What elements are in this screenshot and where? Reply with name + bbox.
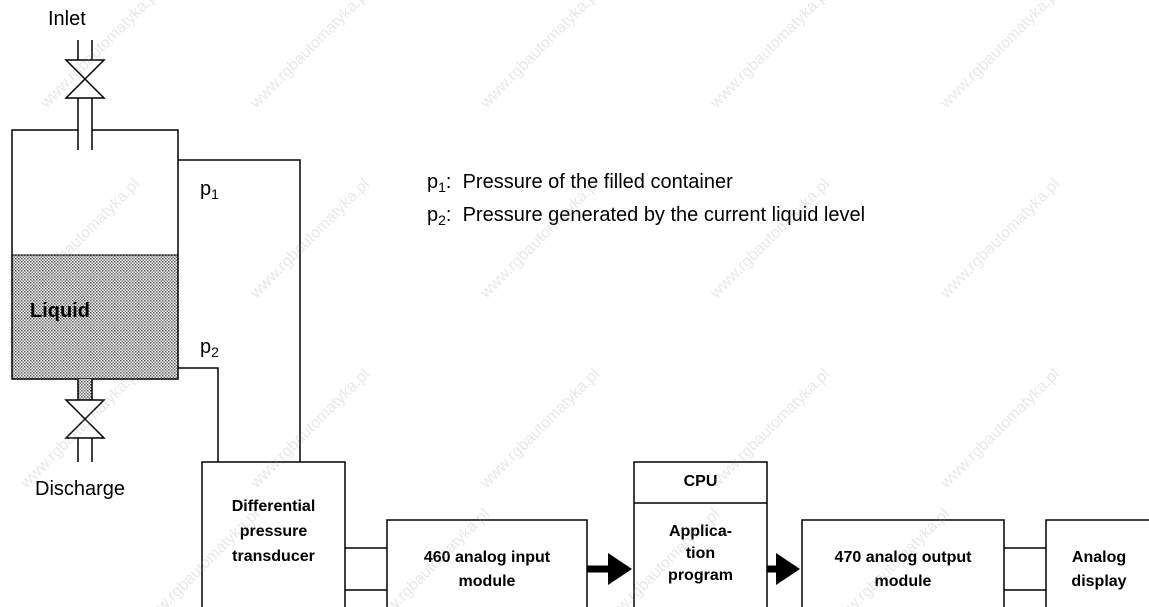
transducer-connector [345,547,387,591]
input-module-line-2: module [458,573,516,590]
transducer-line-3: transducer [232,548,315,565]
display-box [1045,519,1149,607]
p1-sub: 1 [211,186,219,202]
container [11,129,179,380]
legend-item-p2: p2: Pressure generated by the current li… [427,201,865,234]
discharge-label: Discharge [35,478,126,500]
display-line-2: display [1071,573,1127,590]
transducer-box [201,461,346,607]
cpu-header: CPU [683,473,718,490]
legend-p2-text: : Pressure generated by the current liqu… [445,204,866,226]
output-module-line-2: module [874,573,932,590]
p1-label: p1 [200,178,219,202]
p1-pressure-line [178,159,301,462]
discharge-valve-icon [64,399,106,439]
legend-p2-base: p [427,204,439,226]
display-line-1: Analog [1071,549,1127,566]
p2-base: p [200,336,212,358]
transducer-line-2: pressure [239,523,308,540]
transducer-label: Differential pressure transducer [202,494,345,569]
legend: p1: Pressure of the filled container p2:… [427,168,865,234]
arrow-to-cpu-icon [587,553,632,585]
program-line-3: program [668,567,733,584]
input-module-line-1: 460 analog input [423,549,551,566]
output-module-line-1: 470 analog output [834,549,972,566]
transducer-line-1: Differential [231,498,316,515]
legend-p1-base: p [427,171,439,193]
inlet-pipe [77,40,93,150]
output-connector [1004,547,1046,591]
discharge-pipe [77,379,93,462]
legend-p1-sub: 1 [438,179,446,195]
program-line-1: Applica- [668,523,733,540]
discharge-pipe-fill [78,379,92,400]
p2-sub: 2 [211,344,219,360]
output-module-box [801,519,1005,607]
liquid-fill [12,255,178,379]
p2-pressure-line [178,367,219,462]
input-module-box [386,519,588,607]
program-line-2: tion [685,545,716,562]
p2-label: p2 [200,336,219,360]
p1-base: p [200,178,212,200]
inlet-label: Inlet [48,8,86,30]
cpu-box [633,461,768,607]
inlet-valve-icon [64,59,106,99]
output-module-label: 470 analog output module [802,546,1004,594]
legend-p1-text: : Pressure of the filled container [445,171,733,193]
program-label: Applica- tion program [634,521,767,587]
input-module-label: 460 analog input module [387,546,587,594]
legend-item-p1: p1: Pressure of the filled container [427,168,865,201]
arrow-to-output-icon [767,553,800,585]
display-label: Analog display [1056,546,1142,594]
legend-p2-sub: 2 [438,212,446,228]
liquid-label: Liquid [30,300,90,322]
